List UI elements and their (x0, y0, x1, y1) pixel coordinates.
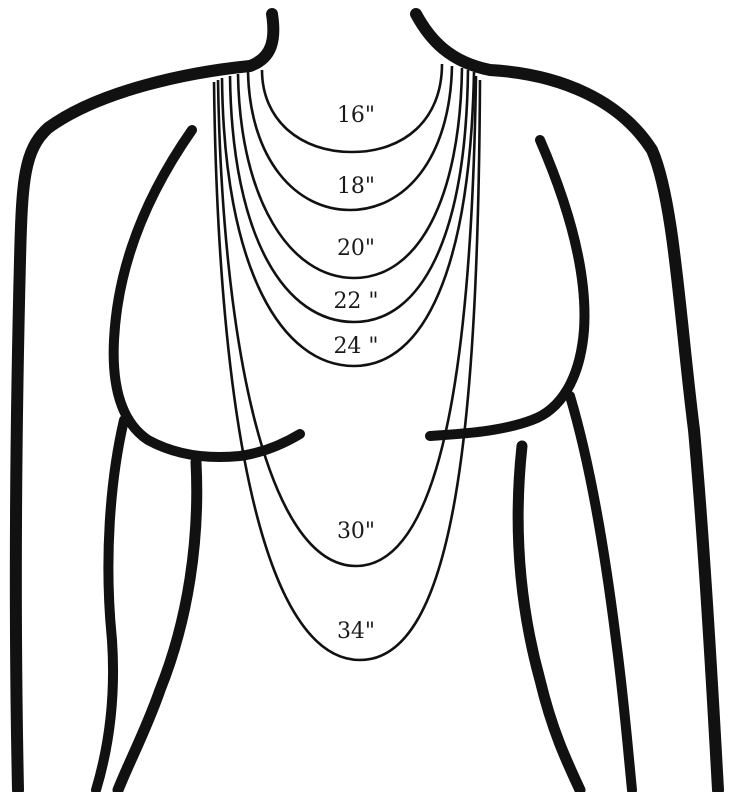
left-torso-line (118, 462, 197, 790)
length-label-30: 30" (337, 519, 375, 544)
left-bust-line (114, 130, 300, 457)
length-label-34: 34" (337, 619, 375, 644)
length-label-22: 22 " (333, 289, 378, 314)
length-label-24: 24 " (333, 334, 378, 359)
length-label-20: 20" (337, 236, 375, 261)
left-waist-line (96, 420, 124, 790)
length-label-16: 16" (337, 103, 375, 128)
torso-outline (16, 14, 718, 790)
length-label-18: 18" (337, 174, 375, 199)
right-torso-line (518, 446, 580, 790)
chain-34 (214, 80, 480, 660)
necklace-chains (214, 64, 480, 660)
right-waist-line (570, 396, 632, 790)
